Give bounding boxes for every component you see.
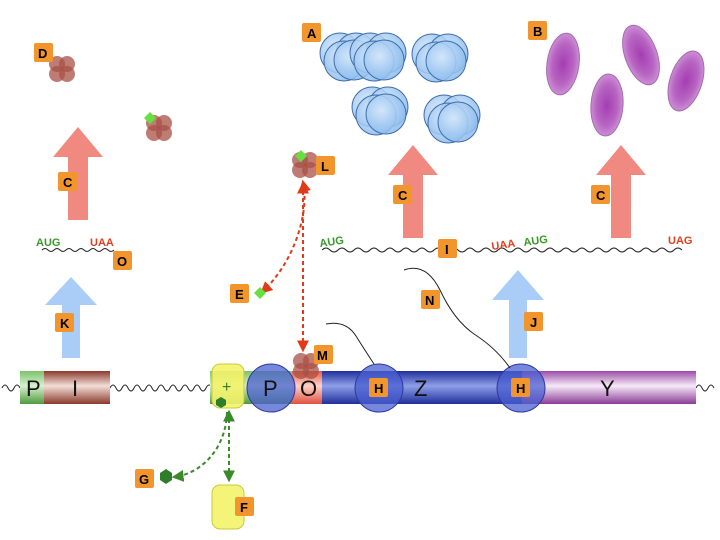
beta-galactosidase-5 (423, 94, 481, 144)
permease-3 (590, 73, 624, 137)
codon-lac-start-1: AUG (319, 235, 345, 250)
svg-text:C: C (596, 188, 606, 203)
lacI-promoter-label: P (26, 376, 41, 401)
cap-site-label: + (222, 379, 231, 396)
svg-text:D: D (38, 46, 47, 61)
promoter-label: P (263, 376, 278, 401)
lacZ-gene-label: Z (414, 376, 427, 401)
codon-repressor-start: AUG (36, 237, 60, 249)
svg-text:A: A (307, 26, 317, 41)
codon-lac-stop-1: UAA (491, 238, 516, 253)
camp-molecule-bound (216, 397, 226, 408)
badge-I: I (438, 239, 457, 258)
codon-repressor-stop: UAA (90, 237, 114, 249)
svg-text:J: J (530, 315, 537, 330)
permease-4 (667, 50, 705, 112)
badge-C-3: C (591, 185, 610, 204)
rna-polymerase (246, 363, 296, 413)
permease-1 (546, 32, 580, 96)
operator-label: O (300, 376, 317, 401)
badge-H-1: H (369, 378, 388, 397)
badge-M: M (314, 345, 333, 364)
inducer-on-repressor-L (295, 150, 307, 162)
svg-text:N: N (425, 293, 434, 308)
camp-free (160, 469, 172, 484)
dna-strand-right (695, 384, 715, 392)
lacY-gene-segment (522, 371, 696, 404)
mrna-lac-operon (321, 247, 683, 253)
badge-B: B (528, 21, 547, 40)
badge-C-1: C (58, 172, 77, 191)
svg-text:I: I (445, 242, 449, 257)
permease-2 (622, 24, 660, 86)
badge-C-2: C (393, 185, 412, 204)
svg-text:O: O (117, 254, 127, 269)
inducer-binding-arrow (260, 179, 311, 294)
lacI-gene-label: I (72, 376, 78, 401)
badge-N: N (421, 290, 440, 309)
beta-galactosidase-4 (351, 86, 409, 136)
svg-text:K: K (60, 316, 70, 331)
translation-arrow-repressor (53, 127, 103, 220)
svg-text:B: B (533, 24, 542, 39)
badge-A: A (302, 23, 321, 42)
svg-text:L: L (321, 159, 329, 174)
badge-L: L (316, 156, 335, 175)
cap-protein (211, 363, 245, 409)
svg-text:C: C (398, 188, 408, 203)
svg-text:C: C (63, 175, 73, 190)
badge-K: K (55, 313, 74, 332)
badge-H-2: H (511, 378, 530, 397)
beta-galactosidase-3 (411, 33, 469, 83)
lacI-promoter-segment (20, 371, 44, 404)
inducer-on-repressor (144, 112, 156, 124)
codon-lac-stop-2: UAG (668, 235, 692, 247)
mrna-repressor (41, 248, 115, 252)
badge-J: J (524, 312, 543, 331)
badge-D: D (34, 43, 53, 62)
svg-text:H: H (374, 381, 383, 396)
lacI-gene-segment (44, 371, 110, 404)
dna-strand-left (1, 384, 21, 392)
codon-lac-start-2: AUG (523, 234, 549, 249)
camp-binding-arrow (171, 411, 228, 482)
translation-arrow-lacZ (388, 145, 438, 238)
inducer-free (254, 287, 266, 299)
svg-text:G: G (139, 472, 149, 487)
svg-text:F: F (240, 500, 248, 515)
badge-F: F (235, 497, 254, 516)
badge-E: E (230, 284, 249, 303)
lacY-gene-label: Y (600, 376, 615, 401)
svg-text:E: E (235, 287, 244, 302)
nascent-mrna-2 (403, 267, 511, 369)
badge-G: G (135, 469, 154, 488)
transcription-arrow-operon (492, 270, 544, 358)
nascent-mrna-1 (325, 322, 375, 365)
translation-arrow-lacY (596, 145, 646, 238)
svg-text:H: H (516, 381, 525, 396)
beta-galactosidase-2 (349, 32, 407, 82)
dna-strand-spacer (109, 384, 213, 392)
svg-text:M: M (317, 348, 328, 363)
badge-O: O (113, 251, 132, 270)
